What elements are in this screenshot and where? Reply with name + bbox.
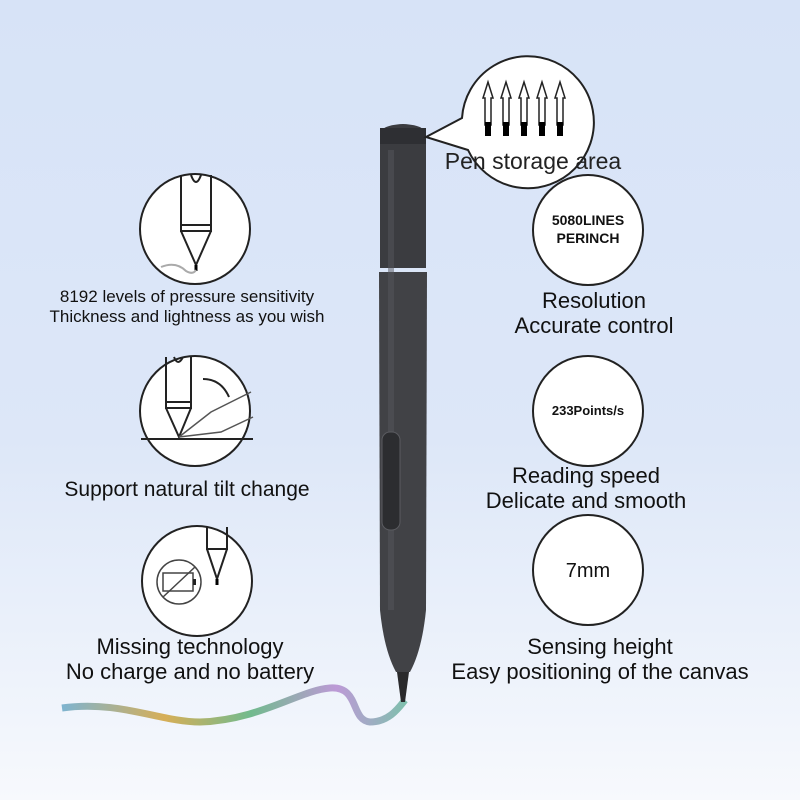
no-battery-line-1: Missing technology bbox=[96, 634, 284, 659]
resolution-badge-line-2: PERINCH bbox=[556, 229, 620, 246]
sensing-height-text: Sensing height Easy positioning of the c… bbox=[451, 634, 748, 685]
reading-speed-text: Reading speed Delicate and smooth bbox=[486, 463, 687, 514]
no-battery-icon bbox=[141, 525, 253, 637]
sensing-height-badge: 7mm bbox=[532, 514, 644, 626]
reading-speed-badge-text: 233Points/s bbox=[551, 403, 625, 418]
pen-tilt-icon bbox=[139, 355, 254, 467]
resolution-line-2: Accurate control bbox=[514, 313, 674, 339]
no-battery-line-2: No charge and no battery bbox=[65, 659, 315, 685]
resolution-badge-line-1: 5080LINES bbox=[551, 212, 625, 228]
sensing-height-badge-text: 7mm bbox=[565, 560, 611, 582]
sensing-height-line-2: Easy positioning of the canvas bbox=[451, 659, 749, 685]
pressure-text: 8192 levels of pressure sensitivity Thic… bbox=[50, 287, 325, 326]
storage-label: Pen storage area bbox=[444, 148, 622, 174]
no-battery-text: Missing technology No charge and no batt… bbox=[66, 634, 314, 685]
reading-speed-line-1: Reading speed bbox=[511, 463, 660, 488]
resolution-badge: 5080LINES PERINCH bbox=[532, 174, 644, 286]
reading-speed-badge: 233Points/s bbox=[532, 355, 644, 467]
pressure-line-2: Thickness and lightness as you wish bbox=[49, 306, 325, 326]
sensing-height-line-1: Sensing height bbox=[527, 634, 673, 659]
resolution-line-1: Resolution bbox=[542, 288, 646, 313]
resolution-text: Resolution Accurate control bbox=[515, 288, 674, 339]
pen-side-button bbox=[381, 431, 401, 531]
pen-nibs-icon bbox=[481, 79, 567, 136]
pressure-line-1: 8192 levels of pressure sensitivity bbox=[59, 287, 315, 306]
tilt-text: Support natural tilt change bbox=[64, 478, 310, 501]
reading-speed-line-2: Delicate and smooth bbox=[485, 488, 687, 514]
pen-pressure-icon bbox=[139, 173, 251, 285]
